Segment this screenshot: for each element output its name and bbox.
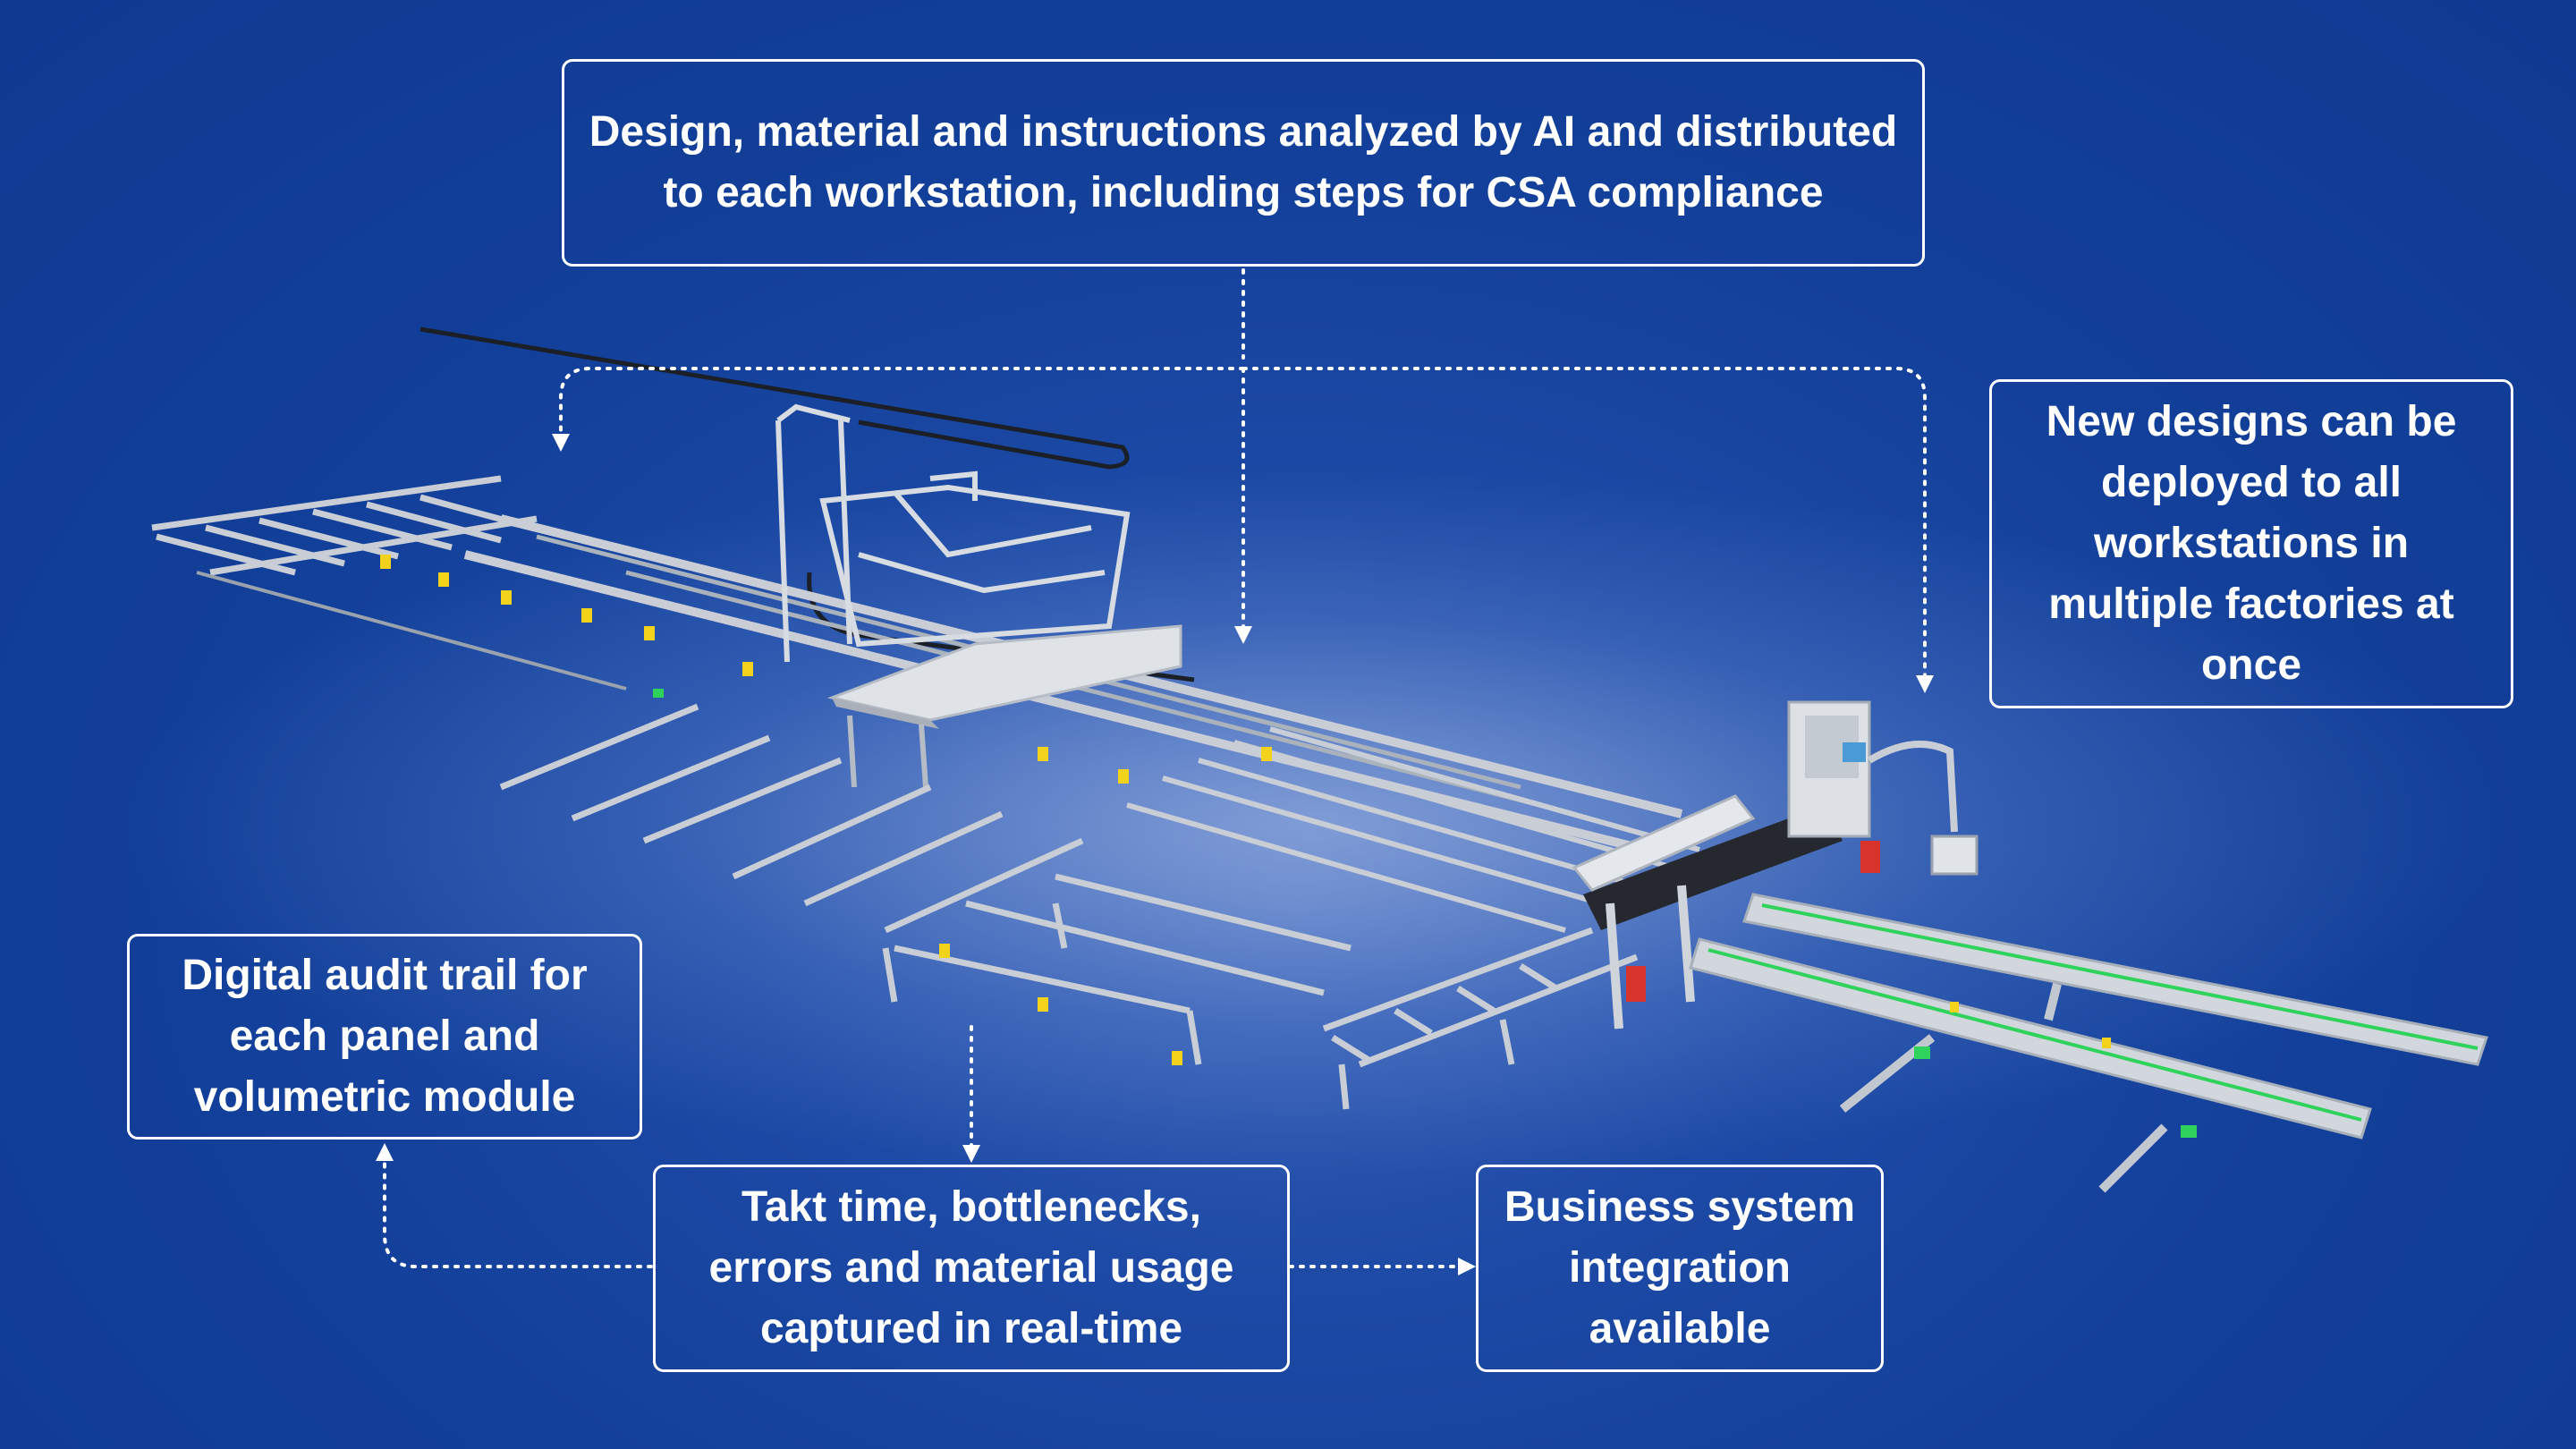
- yellow-accents: [380, 555, 2111, 1065]
- middle-roller-conveyor: [1126, 726, 1700, 933]
- gantry-frame: [775, 403, 1131, 663]
- deploy-designs-callout: New designs can be deployed to all works…: [1989, 379, 2513, 708]
- overhead-cable: [419, 326, 1130, 470]
- lower-roller-tables: [499, 703, 1352, 1065]
- business-integration-callout: Business system integration available: [1476, 1165, 1884, 1372]
- saw-station: [1572, 700, 1979, 1030]
- work-table: [826, 624, 1182, 722]
- realtime-capture-callout: Takt time, bottlenecks, errors and mater…: [653, 1165, 1290, 1372]
- left-roller-table: [151, 475, 627, 691]
- ai-distribution-callout: Design, material and instructions analyz…: [562, 59, 1925, 267]
- dotted-connectors: [376, 268, 1934, 1275]
- feed-conveyor: [1322, 927, 1639, 1110]
- audit-trail-callout: Digital audit trail for each panel and v…: [127, 934, 642, 1140]
- output-rails: [1689, 893, 2488, 1193]
